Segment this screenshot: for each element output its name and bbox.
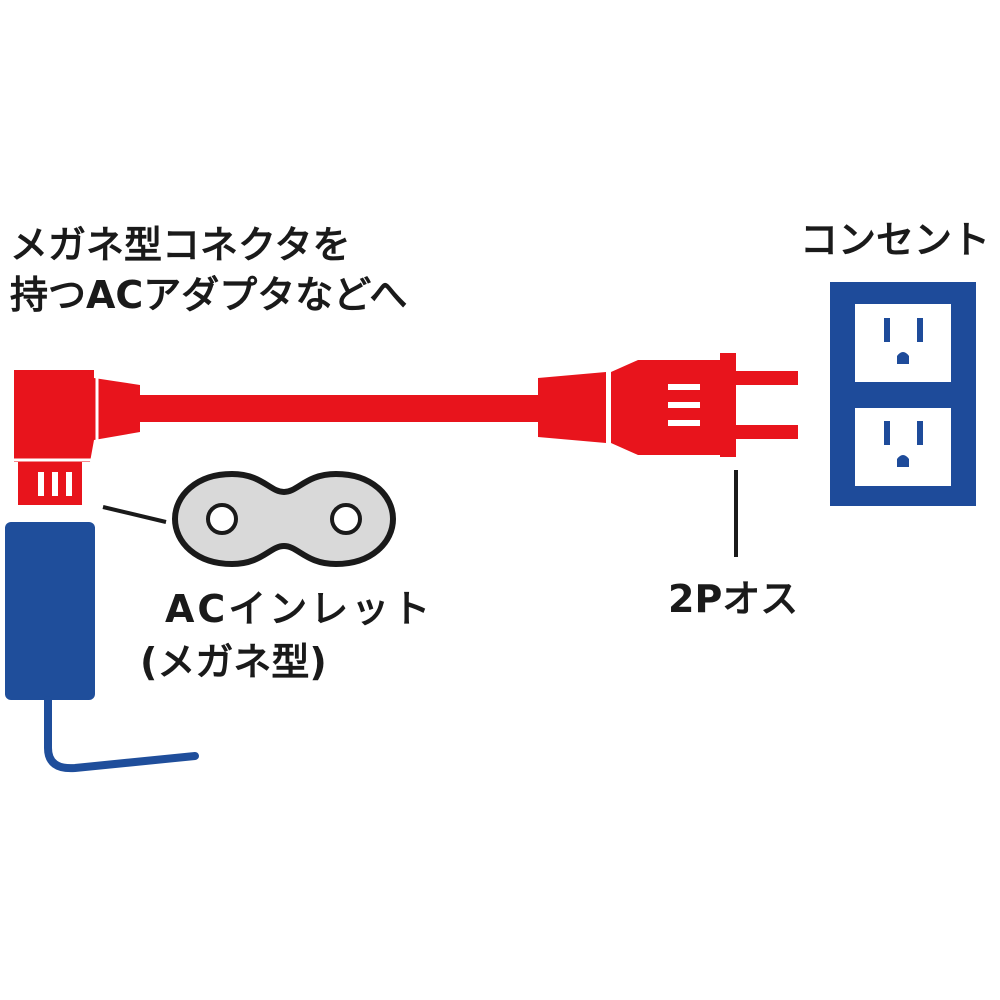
adapter-label-line2: 持つACアダプタなどへ (10, 273, 407, 317)
inlet-pin-hole-right (330, 503, 362, 535)
inlet-label-line1: ACインレット (165, 587, 433, 631)
plug-face-plate (720, 353, 736, 457)
adapter-label-line1: メガネ型コネクタを (10, 223, 350, 267)
ac-adapter-icon (5, 522, 199, 773)
inlet-shape (171, 470, 397, 568)
2-pin-plug-icon (538, 353, 798, 457)
adapter-body (5, 522, 95, 700)
plug-grip-line (668, 384, 700, 390)
plug-strain-relief (538, 372, 606, 443)
plug-head (611, 360, 720, 455)
connector-slot (52, 472, 58, 496)
inlet-leader-line (102, 505, 167, 524)
connector-slot (38, 472, 44, 496)
adapter-cord (44, 696, 199, 773)
figure8-inlet-icon (171, 470, 397, 568)
l-shaped-figure8-connector-icon (14, 370, 140, 505)
plug-prong-top (736, 371, 798, 385)
inlet-label-line2: (メガネ型) (140, 640, 327, 684)
connector-body (14, 370, 140, 505)
plug-label: 2Pオス (668, 577, 798, 621)
outlet-receptacle-bottom (855, 408, 951, 486)
inlet-pin-hole-left (206, 503, 238, 535)
outlet-label: コンセント (800, 218, 990, 262)
dual-wall-outlet-icon (830, 282, 976, 506)
plug-prong-bottom (736, 425, 798, 439)
outlet-receptacle-top (855, 304, 951, 382)
red-power-cable (140, 395, 540, 422)
plug-grip-line (668, 402, 700, 408)
connector-slot (66, 472, 72, 496)
plug-grip-line (668, 420, 700, 426)
